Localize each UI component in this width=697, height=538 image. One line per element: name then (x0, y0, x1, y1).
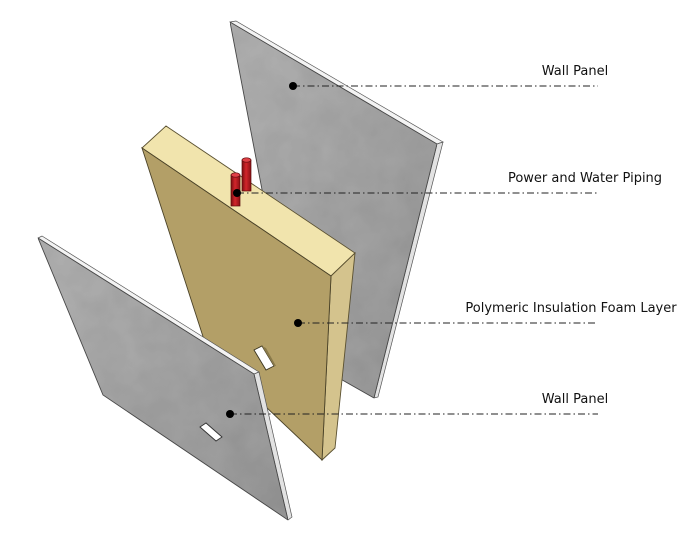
callout-dot (294, 319, 302, 327)
label-wall-panel-back: Wall Panel (542, 64, 608, 79)
callout-piping: Power and Water Piping (233, 171, 662, 197)
callout-dot (226, 410, 234, 418)
pipe-back (241, 157, 252, 192)
foam-front-face (141, 146, 332, 462)
callout-insulation: Polymeric Insulation Foam Layer (294, 301, 677, 327)
callout-wall-panel-back: Wall Panel (289, 64, 608, 90)
back-wall-panel (228, 20, 444, 399)
label-piping: Power and Water Piping (508, 171, 662, 186)
label-wall-panel-front: Wall Panel (542, 392, 608, 407)
foam-opening-inner (262, 346, 276, 366)
callout-dot (233, 189, 241, 197)
insulation-foam-block (141, 125, 356, 462)
front-panel-opening (199, 422, 223, 442)
callout-wall-panel-front: Wall Panel (226, 392, 608, 418)
callout-dot (289, 82, 297, 90)
front-panel-face (37, 236, 289, 522)
label-insulation: Polymeric Insulation Foam Layer (465, 301, 677, 316)
front-wall-panel (37, 235, 293, 522)
